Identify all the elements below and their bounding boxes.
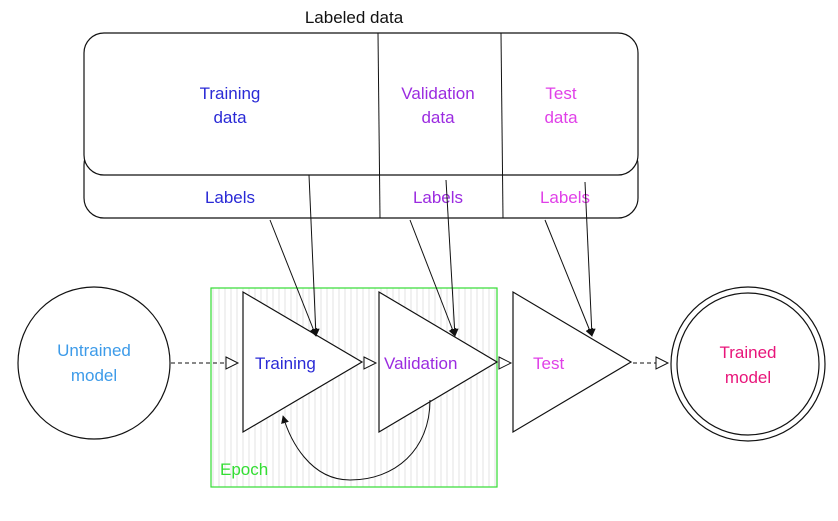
training-data-arrow-left: [269, 219, 318, 337]
test-to-trained-arrowhead: [655, 356, 670, 370]
validation-to-test-arrowhead: [498, 356, 513, 370]
untrained-model-node: Untrained model: [17, 286, 171, 440]
training-to-validation-arrowhead: [363, 356, 378, 370]
untrained-model-label-2: model: [71, 366, 117, 385]
untrained-model-circle: [17, 286, 171, 440]
training-triangle: [242, 290, 364, 434]
epoch-feedback-loop-arrow: [281, 399, 431, 481]
test-node-label: Test: [533, 354, 564, 373]
test-data-label: Test: [545, 84, 576, 103]
test-triangle: [512, 290, 633, 434]
flow-connectors: [171, 356, 670, 370]
validation-data-label-2: data: [421, 108, 455, 127]
validation-node-label: Validation: [384, 354, 457, 373]
epoch-label: Epoch: [220, 460, 268, 479]
trained-model-label-2: model: [725, 368, 771, 387]
training-data-label: Training: [200, 84, 261, 103]
divider-validation-test: [500, 32, 504, 219]
training-data-arrow-right: [308, 174, 320, 337]
data-arrows: [269, 174, 596, 337]
untrained-to-training-arrowhead: [225, 356, 240, 370]
trained-model-label: Trained: [719, 343, 776, 362]
training-data-label-2: data: [213, 108, 247, 127]
training-node: Training: [242, 290, 364, 434]
data-band: [83, 32, 639, 176]
divider-training-validation: [377, 32, 381, 219]
trained-model-outer-circle: [670, 286, 826, 442]
test-node: Test: [512, 290, 633, 434]
validation-triangle: [378, 290, 499, 434]
validation-data-label: Validation: [401, 84, 474, 103]
trained-model-node: Trained model: [670, 286, 826, 442]
validation-data-arrow-left: [409, 219, 457, 337]
test-data-label-2: data: [544, 108, 578, 127]
diagram-title: Labeled data: [305, 8, 404, 27]
validation-data-arrow-right: [445, 179, 459, 337]
test-data-arrow-left: [544, 219, 594, 337]
untrained-model-label: Untrained: [57, 341, 131, 360]
trained-model-inner-circle: [676, 292, 820, 436]
test-labels: Labels: [540, 188, 590, 207]
training-labels: Labels: [205, 188, 255, 207]
validation-node: Validation: [378, 290, 499, 434]
labeled-data-block: Training data Validation data Test data …: [83, 32, 639, 219]
validation-labels: Labels: [413, 188, 463, 207]
test-data-arrow-right: [584, 181, 596, 337]
training-node-label: Training: [255, 354, 316, 373]
